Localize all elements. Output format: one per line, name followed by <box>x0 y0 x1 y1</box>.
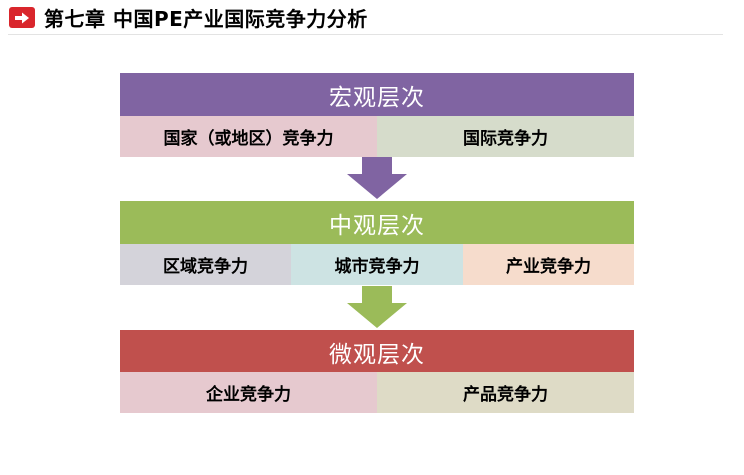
city-competitiveness-cell: 城市竞争力 <box>291 244 463 285</box>
regional-competitiveness-cell: 区域竞争力 <box>120 244 291 285</box>
micro-level-header: 微观层次 <box>120 330 634 373</box>
industry-competitiveness-cell: 产业竞争力 <box>463 244 634 285</box>
arrow-right-icon <box>9 7 35 28</box>
product-competitiveness-cell: 产品竞争力 <box>377 372 634 413</box>
page-title: 第七章 中国PE产业国际竞争力分析 <box>44 7 368 31</box>
national-competitiveness-cell: 国家（或地区）竞争力 <box>120 116 377 157</box>
micro-level-row: 企业竞争力 产品竞争力 <box>120 372 634 413</box>
down-arrow-icon <box>347 157 407 199</box>
down-arrow-icon <box>347 286 407 328</box>
macro-level-header: 宏观层次 <box>120 73 634 116</box>
enterprise-competitiveness-cell: 企业竞争力 <box>120 372 377 413</box>
meso-level-header: 中观层次 <box>120 201 634 244</box>
international-competitiveness-cell: 国际竞争力 <box>377 116 634 157</box>
meso-level-row: 区域竞争力 城市竞争力 产业竞争力 <box>120 244 634 285</box>
page-header: 第七章 中国PE产业国际竞争力分析 <box>0 0 744 40</box>
macro-level-row: 国家（或地区）竞争力 国际竞争力 <box>120 116 634 157</box>
header-divider <box>8 34 723 35</box>
